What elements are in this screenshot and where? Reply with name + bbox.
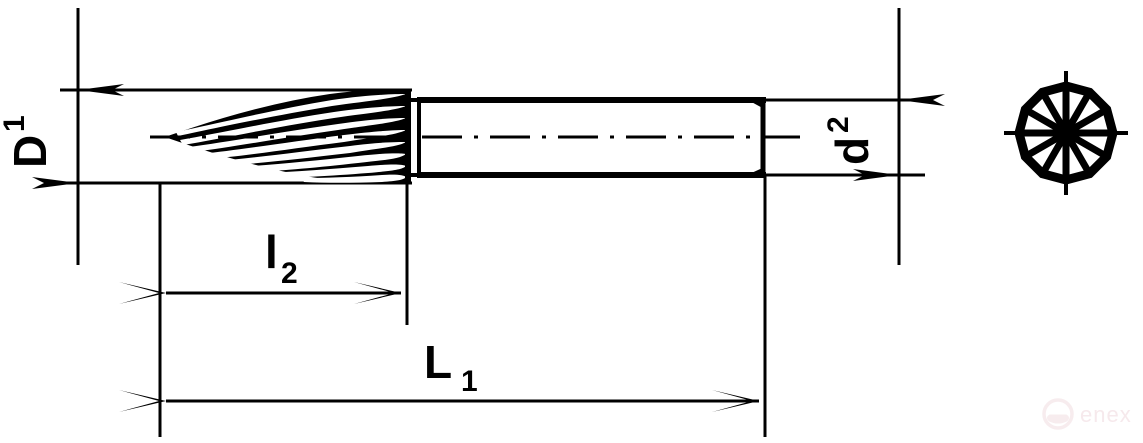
L1-label-group: L 1 <box>424 336 478 398</box>
watermark-logo-bar <box>1047 411 1069 415</box>
watermark-label: enex <box>1080 402 1132 427</box>
end-view-centre-hub <box>1055 122 1077 144</box>
dimension-d2: d 2 <box>822 8 945 265</box>
D1-label-group: D 1 <box>0 115 56 168</box>
D1-label-main: D <box>4 135 56 168</box>
shank-end-chamfer <box>751 98 765 177</box>
l2-label-main: l <box>265 226 278 278</box>
L1-label-main: L <box>424 336 452 388</box>
watermark-logo-ring <box>1042 398 1074 430</box>
l2-label-subscript: 2 <box>281 257 298 290</box>
d2-label-main: d <box>826 137 878 165</box>
watermark-logo-fill <box>1047 412 1069 424</box>
dimension-l2: l 2 <box>119 183 409 325</box>
d2-label-subscript: 2 <box>822 116 855 133</box>
watermark-logo-icon <box>1042 398 1074 430</box>
L1-label-subscript: 1 <box>461 365 478 398</box>
D1-label-subscript: 1 <box>0 115 31 132</box>
d2-label-group: d 2 <box>822 116 878 165</box>
end-view-cross-section <box>1004 71 1128 195</box>
watermark: enex <box>1042 398 1132 430</box>
dimension-D1: D 1 <box>0 8 124 265</box>
burr-head-flutes <box>176 94 406 183</box>
dimension-L1: L 1 <box>119 175 767 437</box>
l2-label-group: l 2 <box>265 226 298 290</box>
